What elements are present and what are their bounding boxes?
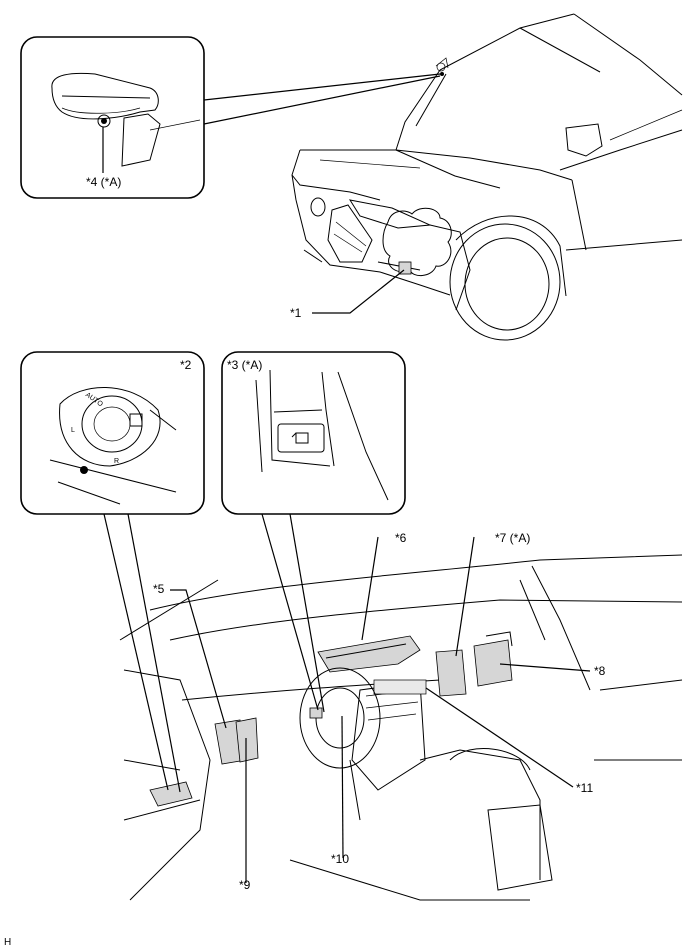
inset-rain-sensor — [20, 36, 441, 199]
leader-lines — [170, 269, 591, 883]
callout-10-label: *10 — [331, 852, 349, 866]
callout-6-label: *6 — [395, 531, 407, 545]
callout-11-label: *11 — [576, 781, 593, 795]
callout-9-label: *9 — [239, 878, 251, 892]
dashboard-drawing — [119, 554, 683, 901]
switch-left-mark: L — [71, 427, 75, 434]
vehicle-exterior-drawing — [291, 13, 683, 341]
callout-4-label: *4 (*A) — [86, 175, 121, 189]
inset-mirror-switch — [20, 351, 205, 793]
callout-8-label: *8 — [594, 664, 606, 678]
callout-2-label: *2 — [180, 358, 192, 372]
callout-5-label: *5 — [153, 582, 165, 596]
callout-1-label: *1 — [290, 306, 302, 320]
callout-7-label: *7 (*A) — [495, 531, 530, 545]
callout-3-label: *3 (*A) — [227, 358, 262, 372]
footer-code: H — [4, 937, 11, 948]
switch-right-mark: R — [114, 458, 119, 465]
inset-switch-a — [221, 351, 406, 713]
